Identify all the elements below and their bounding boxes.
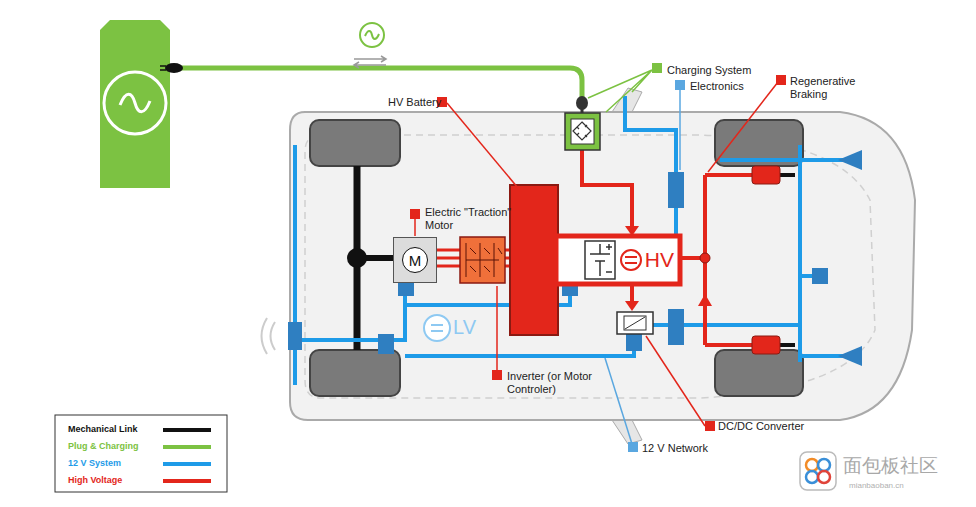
charging-station <box>100 20 170 188</box>
dcdc-symbol <box>624 316 646 330</box>
ac-icon <box>360 23 384 47</box>
callout-marker <box>410 63 786 452</box>
legend-swatch <box>163 479 211 483</box>
arrowhead <box>625 301 639 311</box>
plug-pin <box>160 65 166 67</box>
callout-label: Electric "Traction" Motor <box>425 206 530 232</box>
lv-module <box>288 172 828 354</box>
flow-arrow <box>354 56 386 62</box>
headlight <box>838 150 862 170</box>
differential <box>347 248 367 268</box>
dc-lines <box>431 325 443 331</box>
lv-label: LV <box>453 315 476 339</box>
legend-swatch <box>163 445 211 449</box>
dc-symbol <box>424 315 450 341</box>
ac-wave <box>120 94 150 112</box>
lv-wiring <box>295 96 848 385</box>
hv-to-dcdc <box>630 286 634 302</box>
charge-path <box>582 150 632 228</box>
car-body <box>290 112 915 420</box>
regen-path <box>680 175 752 345</box>
ac-wave <box>365 31 379 39</box>
brake <box>752 336 780 354</box>
callout-label: HV Battery <box>388 96 441 109</box>
cabin-outline <box>305 135 875 398</box>
motor-box: M <box>393 237 437 283</box>
charge-port <box>576 96 588 110</box>
dc-lines <box>625 257 637 263</box>
legend-box <box>55 415 227 492</box>
arrowhead <box>625 226 639 236</box>
wheel <box>310 350 400 396</box>
hv-battery-pack <box>510 185 558 335</box>
callout-label: Regenerative Braking <box>790 75 862 101</box>
charging-cable <box>178 68 582 100</box>
junction <box>700 253 710 263</box>
brake <box>752 166 780 184</box>
charger <box>565 113 600 150</box>
ac-symbol <box>104 72 166 134</box>
callout-label: Electronics <box>690 80 744 93</box>
legend-text: High Voltage <box>68 475 122 485</box>
wheel <box>310 120 400 166</box>
node-text: M <box>402 247 428 273</box>
flow-arrow <box>354 62 386 68</box>
dc-symbol <box>621 250 641 270</box>
legend-swatch <box>163 428 211 432</box>
rectifier <box>571 119 594 144</box>
hv-battery-box: HV <box>559 239 677 281</box>
charge-port <box>581 109 584 113</box>
inverter-switches <box>466 243 502 277</box>
dcdc-converter <box>617 312 653 334</box>
mirror <box>612 420 642 444</box>
signal-waves <box>262 318 276 354</box>
callout-label: DC/DC Converter <box>718 420 804 433</box>
watermark-logo <box>800 452 836 490</box>
plug-pin <box>160 69 166 71</box>
wheel <box>715 350 803 396</box>
battery-symbol <box>585 241 615 279</box>
arrowhead <box>698 294 712 306</box>
legend-text: 12 V System <box>68 458 121 468</box>
hv-battery-pack <box>556 236 680 284</box>
callout-label: Charging System <box>667 64 751 77</box>
plug <box>165 63 183 73</box>
inverter <box>460 237 505 283</box>
headlight <box>838 346 862 366</box>
legend-swatch <box>163 462 211 466</box>
diode-bridge <box>573 122 591 140</box>
watermark-url: mianbaoban.cn <box>849 481 904 491</box>
legend-text: Plug & Charging <box>68 441 139 451</box>
legend-text: Mechanical Link <box>68 424 138 434</box>
watermark: 面包板社区 <box>843 455 938 478</box>
dcdc-symbol <box>625 317 645 329</box>
callout-label: 12 V Network <box>642 442 708 455</box>
node-text: HV <box>645 248 677 272</box>
callout-leaders <box>415 70 778 444</box>
callout-label: Inverter (or Motor Controler) <box>507 370 615 396</box>
battery-cells <box>590 244 612 276</box>
